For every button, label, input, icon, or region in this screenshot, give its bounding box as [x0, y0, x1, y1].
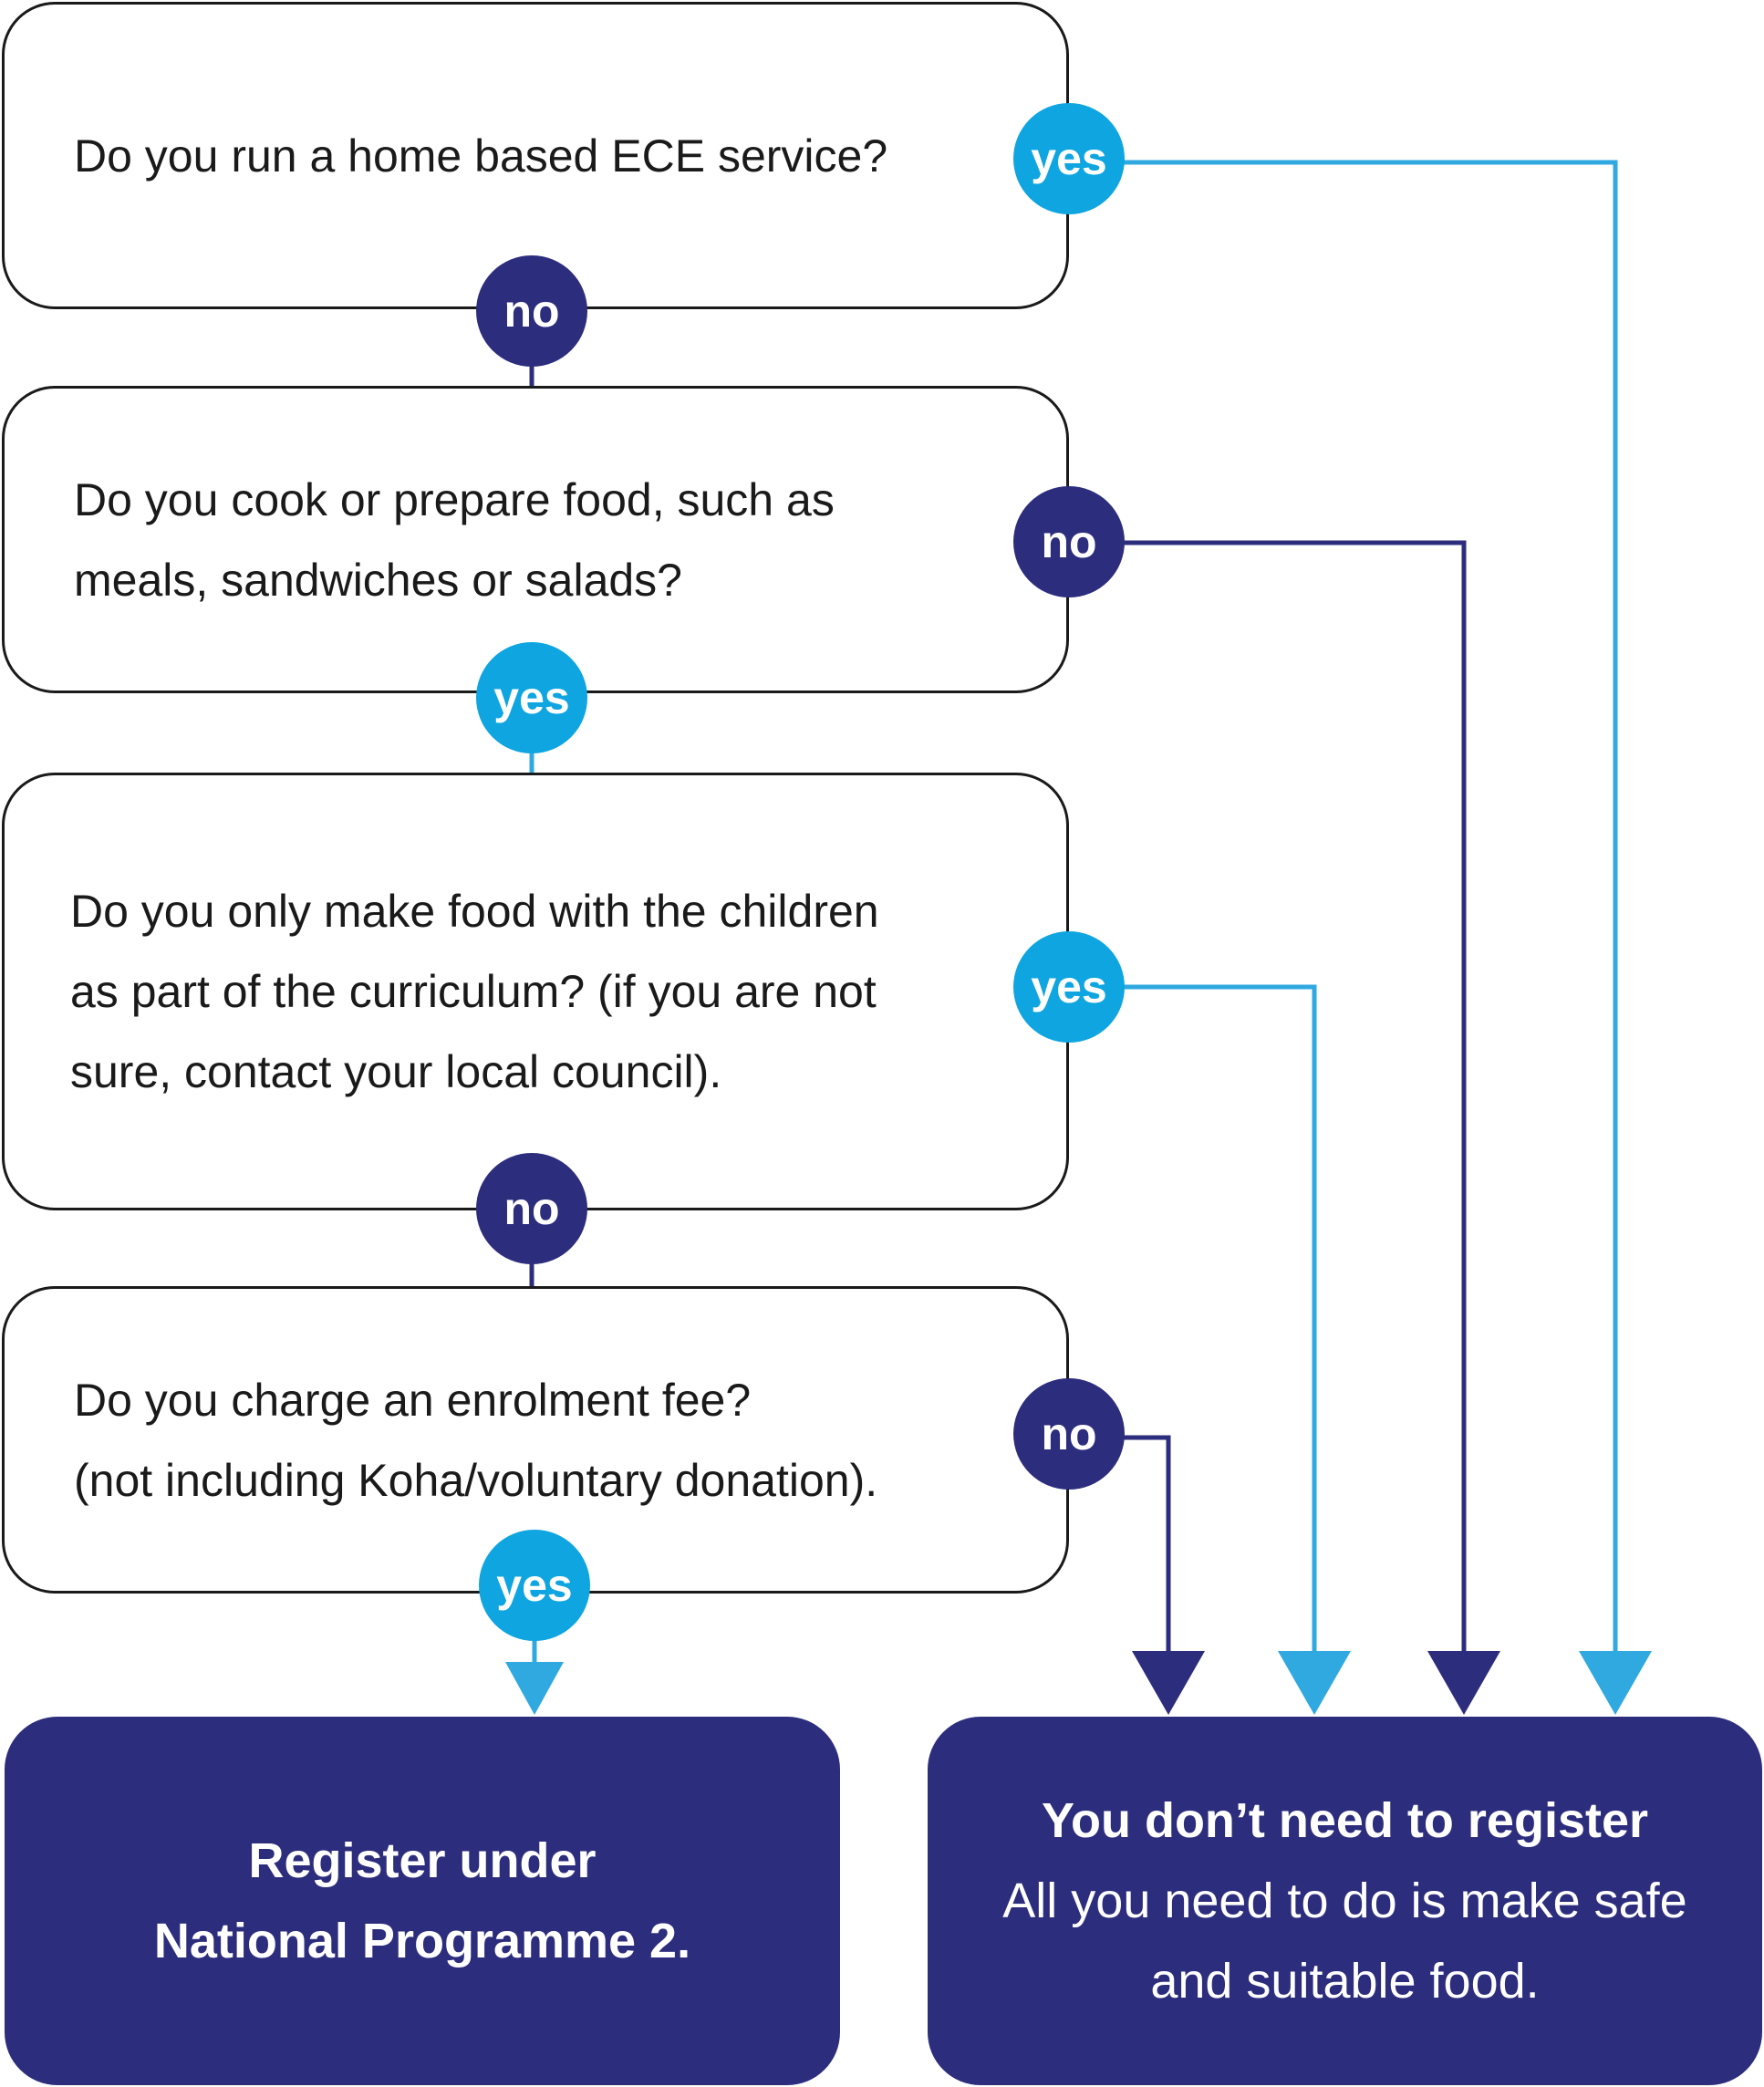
badge-q4-yes: yes [479, 1530, 590, 1641]
badge-q2-no: no [1013, 486, 1125, 597]
route-q3-yes [1124, 984, 1317, 1660]
arrow-route-q3-yes [1278, 1651, 1351, 1715]
question-text: Do you only make food with the children … [70, 886, 879, 1097]
arrow-route-q2-no [1427, 1651, 1500, 1715]
badge-q2-yes: yes [476, 642, 587, 753]
badge-q3-no: no [476, 1153, 587, 1264]
question-text: Do you cook or prepare food, such as mea… [74, 473, 835, 606]
result-no-register-title: You don’t need to register [1041, 1793, 1649, 1848]
route-q4-no [1124, 1435, 1171, 1660]
badge-q1-no: no [476, 255, 587, 367]
question-box-curriculum: Do you only make food with the children … [2, 773, 1069, 1210]
result-no-register-text: All you need to do is make safe and suit… [1002, 1874, 1687, 2009]
question-text: Do you charge an enrolment fee? (not inc… [74, 1374, 878, 1506]
arrow-route-q1-yes [1579, 1651, 1652, 1715]
question-text: Do you run a home based ECE service? [74, 130, 888, 182]
result-no-register: You don’t need to register All you need … [928, 1717, 1762, 2085]
badge-q3-yes: yes [1013, 931, 1125, 1043]
question-box-home-based: Do you run a home based ECE service? [2, 2, 1069, 309]
arrow-q4-result [505, 1662, 564, 1715]
result-register-text: Register under National Programme 2. [153, 1833, 691, 1968]
question-box-cook-food: Do you cook or prepare food, such as mea… [2, 386, 1069, 693]
route-q2-no [1124, 540, 1467, 1660]
badge-q1-yes: yes [1013, 103, 1125, 214]
badge-q4-no: no [1013, 1378, 1125, 1490]
result-register: Register under National Programme 2. [5, 1717, 840, 2085]
route-q1-yes [1124, 160, 1618, 1660]
arrow-route-q4-no [1132, 1651, 1205, 1715]
